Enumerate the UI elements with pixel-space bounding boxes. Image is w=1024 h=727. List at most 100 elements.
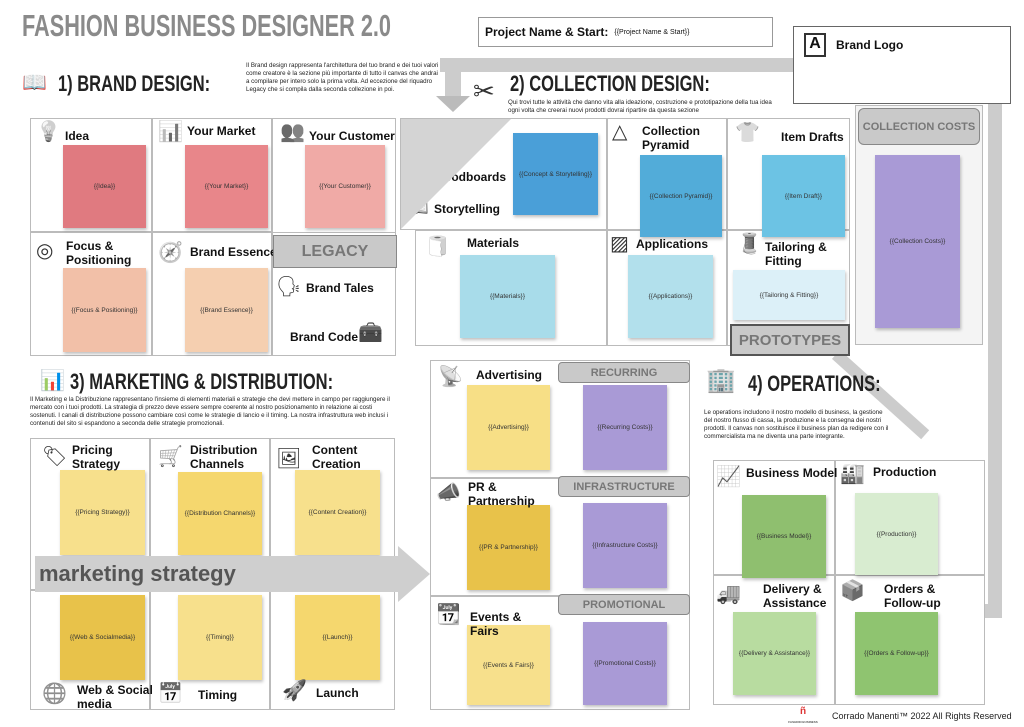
target-icon: ◎ [36, 240, 54, 262]
marketing-strategy-arrow: marketing strategy [35, 556, 400, 592]
sticky-note-your-customer[interactable]: {{Your Customer}} [305, 145, 385, 228]
label-brand-essence: Brand Essence [190, 245, 277, 259]
recurring-banner: RECURRING [558, 362, 690, 383]
head-icon: 🗣 [276, 276, 302, 298]
sticky-note-materials[interactable]: {{Materials}} [460, 255, 555, 338]
label-business-model: Business Model [746, 466, 838, 480]
calendar-icon: 📅 [158, 683, 183, 705]
toolbox-icon: 🧰 [358, 322, 383, 344]
footer-copyright: Corrado Manenti™ 2022 All Rights Reserve… [832, 711, 1012, 721]
chart-icon: 📊 [40, 370, 65, 392]
marketing-heading: 3) MARKETING & DISTRIBUTION: [70, 369, 334, 394]
infrastructure-banner: INFRASTRUCTURE [558, 476, 690, 497]
label-launch: Launch [316, 686, 359, 700]
sticky-note-delivery[interactable]: {{Delivery & Assistance}} [733, 612, 816, 695]
sticky-note-concept[interactable]: {{Concept & Storytelling}} [513, 133, 598, 215]
sticky-note-advertising[interactable]: {{Advertising}} [467, 385, 550, 470]
mannequin-icon: 🧵 [737, 233, 762, 255]
label-web: Web & Social media [77, 683, 153, 711]
brand-design-heading: 1) BRAND DESIGN: [58, 71, 211, 96]
sticky-note-business-model[interactable]: {{Business Model}} [742, 495, 826, 578]
label-focus: Focus & Positioning [66, 239, 132, 267]
pyramid-icon: △ [612, 121, 628, 143]
team-icon: 🏢 [706, 367, 736, 394]
sticky-note-tailoring[interactable]: {{Tailoring & Fitting}} [733, 270, 845, 320]
image-icon: 🖼 [276, 448, 302, 470]
label-pr: PR & Partnership [468, 480, 535, 508]
sticky-note-timing[interactable]: {{Timing}} [178, 595, 262, 680]
pattern-icon: ▨ [610, 233, 629, 255]
sticky-note-pr[interactable]: {{PR & Partnership}} [467, 505, 550, 590]
collection-design-heading: 2) COLLECTION DESIGN: [510, 71, 710, 96]
sticky-note-idea[interactable]: {{Idea}} [63, 145, 146, 228]
project-label: Project Name & Start: [485, 25, 609, 39]
sticky-note-content[interactable]: {{Content Creation}} [295, 470, 380, 555]
lightbulb-icon: 💡 [36, 121, 61, 143]
label-pricing: Pricing Strategy [72, 443, 121, 471]
rocket-icon: 🚀 [282, 680, 307, 702]
label-brand-tales: Brand Tales [306, 281, 374, 295]
presentation-icon: 📈 [716, 466, 741, 488]
sticky-note-collection-costs[interactable]: {{Collection Costs}} [875, 155, 960, 328]
concept-triangle [401, 119, 511, 229]
sticky-note-launch[interactable]: {{Launch}} [295, 595, 380, 680]
flow-arrow-down-head [436, 96, 470, 112]
sticky-note-infrastructure[interactable]: {{Infrastructure Costs}} [583, 503, 667, 588]
sticky-note-production[interactable]: {{Production}} [855, 493, 938, 575]
sticky-note-item-drafts[interactable]: {{Item Draft}} [762, 155, 845, 237]
project-value: {{Project Name & Start}} [614, 28, 690, 36]
sticky-note-brand-essence[interactable]: {{Brand Essence}} [185, 268, 268, 352]
label-production: Production [873, 465, 937, 479]
sticky-note-recurring[interactable]: {{Recurring Costs}} [583, 385, 667, 470]
label-tailoring: Tailoring & Fitting [765, 240, 827, 268]
operations-heading: 4) OPERATIONS: [748, 371, 881, 396]
tshirt-icon: 👕 [735, 122, 760, 144]
promotional-banner: PROMOTIONAL [558, 594, 690, 615]
book-icon: 📖 [22, 72, 47, 94]
compass-icon: 🧭 [158, 242, 183, 264]
brand-logo-label: Brand Logo [836, 38, 904, 52]
sticky-note-web[interactable]: {{Web & Socialmedia}} [60, 595, 145, 680]
sticky-note-events[interactable]: {{Events & Fairs}} [467, 625, 550, 705]
collection-costs-banner: COLLECTION COSTS [858, 108, 980, 145]
label-events: Events & Fairs [470, 610, 522, 638]
app-title: FASHION BUSINESS DESIGNER 2.0 [22, 8, 391, 43]
brand-logo-box[interactable]: A Brand Logo [793, 26, 1011, 104]
label-item-drafts: Item Drafts [781, 130, 844, 144]
sticky-note-distribution[interactable]: {{Distribution Channels}} [178, 472, 262, 555]
project-name-field[interactable]: Project Name & Start: {{Project Name & S… [478, 17, 773, 47]
operations-description: Le operations includono il nostro modell… [704, 409, 889, 440]
legacy-banner: LEGACY [273, 235, 397, 268]
label-timing: Timing [198, 688, 238, 702]
label-your-customer: Your Customer [309, 129, 395, 143]
label-materials: Materials [467, 236, 520, 250]
sticky-note-promotional[interactable]: {{Promotional Costs}} [583, 622, 667, 705]
calendar-grid-icon: 📆 [436, 604, 461, 626]
label-orders: Orders & Follow-up [884, 582, 941, 610]
label-distribution: Distribution Channels [190, 443, 258, 471]
label-idea: Idea [65, 129, 90, 143]
globe-icon: 🌐 [42, 683, 67, 705]
flow-arrow-right [988, 58, 1002, 618]
order-icon: 📦 [840, 580, 865, 602]
customers-icon: 👥 [280, 121, 305, 143]
sticky-note-collection-pyramid[interactable]: {{Collection Pyramid}} [640, 155, 722, 237]
marketing-strategy-arrow-head [398, 546, 430, 602]
label-advertising: Advertising [476, 368, 543, 382]
prototypes-banner: PROTOTYPES [730, 324, 850, 356]
truck-icon: 🚚 [716, 583, 741, 605]
antenna-icon: 📡 [438, 366, 463, 388]
cart-icon: 🛒 [158, 446, 183, 468]
sticky-note-pricing[interactable]: {{Pricing Strategy}} [60, 470, 145, 555]
sticky-note-your-market[interactable]: {{Your Market}} [185, 145, 268, 228]
megaphone-icon: 📣 [436, 482, 461, 504]
sticky-note-applications[interactable]: {{Applications}} [628, 255, 713, 338]
label-applications: Applications [636, 237, 709, 251]
label-delivery: Delivery & Assistance [763, 582, 827, 610]
sticky-note-focus[interactable]: {{Focus & Positioning}} [63, 268, 146, 352]
factory-icon: 🏭 [840, 463, 865, 485]
marketing-description: Il Marketing e la Distribuzione rapprese… [30, 396, 390, 427]
sticky-note-orders[interactable]: {{Orders & Follow-up}} [855, 612, 938, 695]
logo-icon: A [804, 33, 826, 57]
market-analysis-icon: 📊 [158, 121, 183, 143]
